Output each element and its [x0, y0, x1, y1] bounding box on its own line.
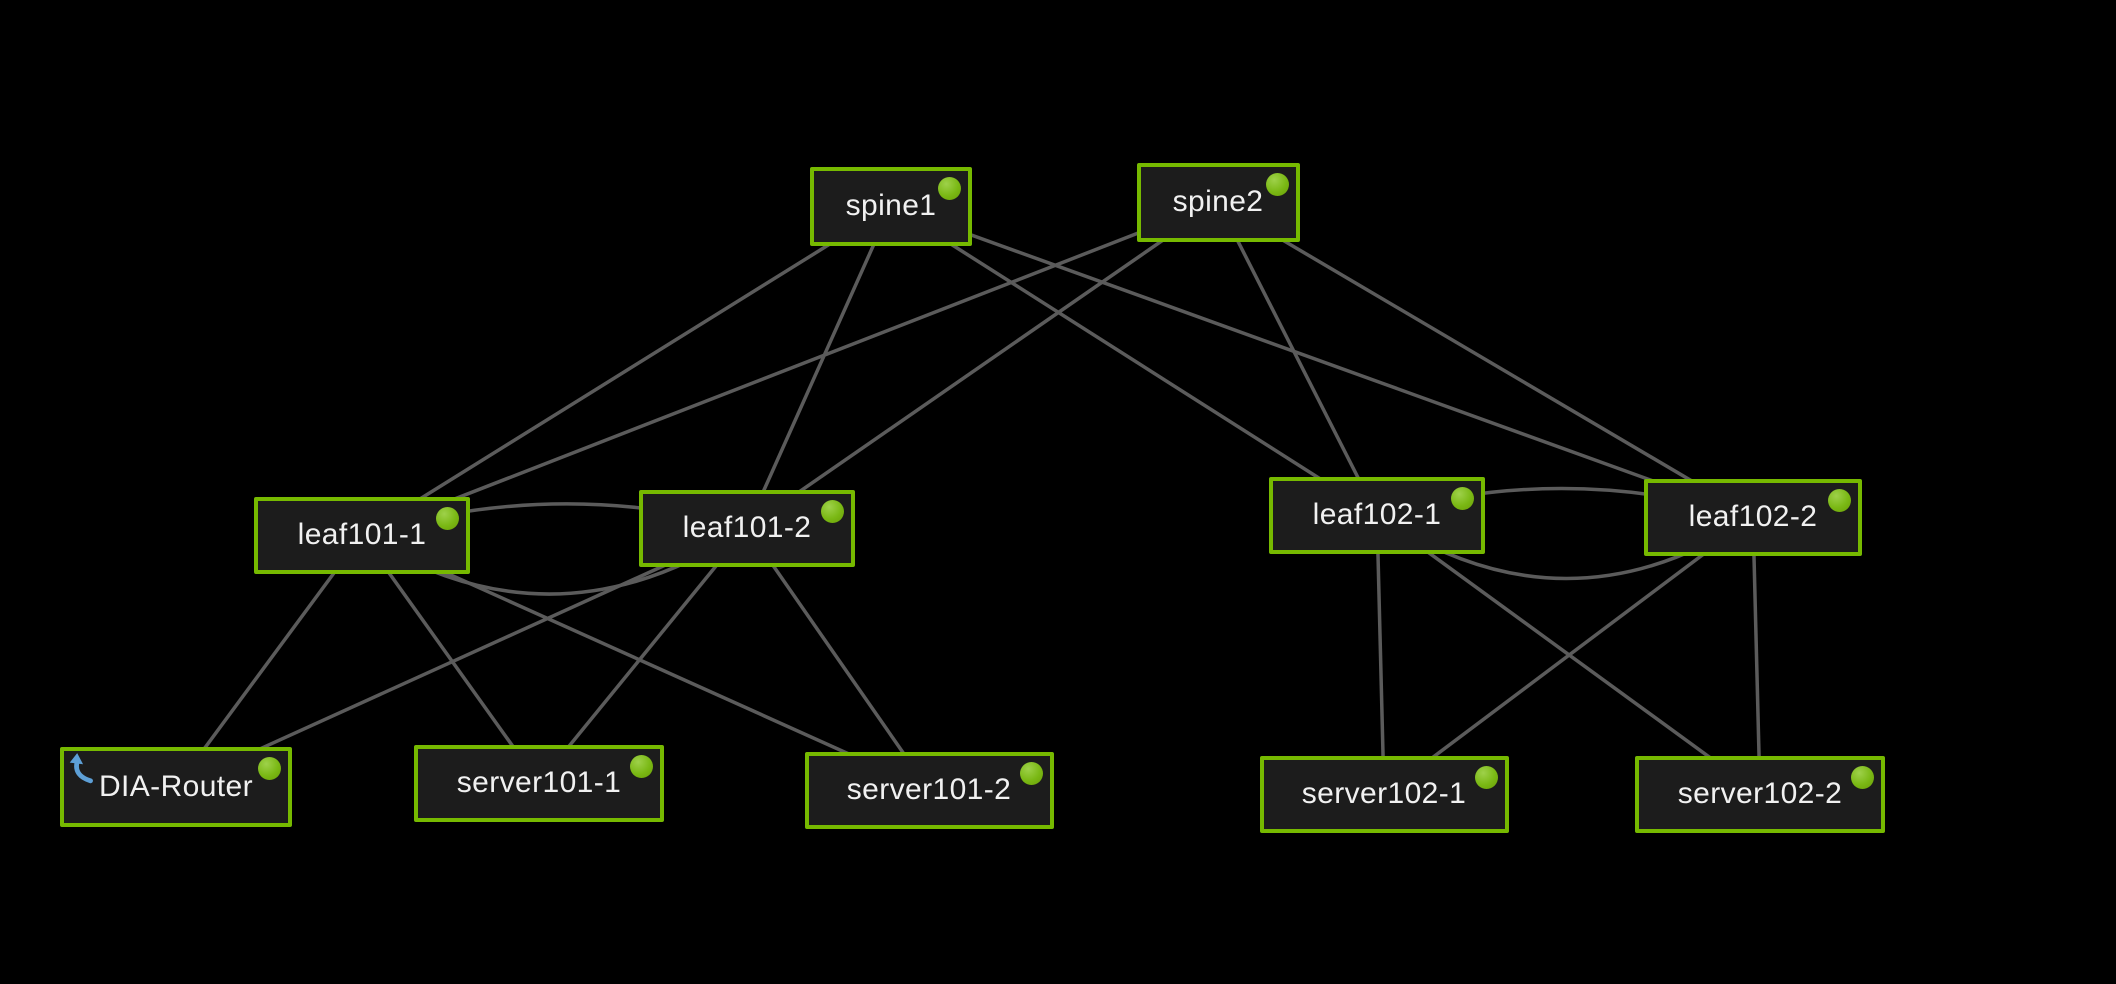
- edge-spine2--leaf101-2[interactable]: [746, 200, 1219, 530]
- status-dot-up: [1851, 765, 1874, 789]
- edge-leaf102-1--server102-1[interactable]: [1375, 514, 1386, 795]
- node-server101-2[interactable]: server101-2: [804, 751, 1054, 829]
- status-dot-up: [821, 499, 844, 523]
- node-label: spine2: [1172, 185, 1264, 218]
- node-label: leaf102-1: [1312, 498, 1442, 531]
- node-label: server102-1: [1301, 777, 1467, 810]
- external-link-arrow-icon: [69, 753, 93, 784]
- edge-spine2--leaf102-2[interactable]: [1217, 200, 1754, 519]
- edge-spine2--leaf102-1[interactable]: [1216, 201, 1379, 516]
- node-server102-1[interactable]: server102-1: [1259, 755, 1509, 833]
- node-label: server101-1: [456, 766, 622, 799]
- edge-leaf101-1--server101-1[interactable]: [360, 533, 541, 785]
- node-server101-1[interactable]: server101-1: [414, 744, 664, 822]
- status-dot-up: [258, 757, 281, 780]
- node-leaf101-1[interactable]: leaf101-1: [254, 496, 470, 574]
- node-server102-2[interactable]: server102-2: [1635, 755, 1885, 833]
- node-label: server102-2: [1677, 777, 1843, 810]
- edge-leaf102-2--server102-1[interactable]: [1382, 515, 1755, 796]
- node-label: DIA-Router: [98, 770, 254, 803]
- node-label: leaf102-2: [1688, 500, 1818, 533]
- node-spine1[interactable]: spine1: [810, 166, 972, 246]
- status-dot-up: [1828, 488, 1851, 512]
- node-label: server101-2: [846, 773, 1012, 806]
- node-label: leaf101-1: [297, 518, 427, 551]
- edge-spine1--leaf101-1[interactable]: [361, 204, 892, 537]
- node-label: spine1: [845, 189, 937, 222]
- edge-leaf102-2--server102-2[interactable]: [1751, 516, 1762, 795]
- node-label: leaf101-2: [682, 511, 812, 544]
- status-dot-up: [1019, 761, 1043, 785]
- edge-leaf101-1--server101-2[interactable]: [361, 533, 930, 792]
- edge-leaf101-2--server101-1[interactable]: [537, 526, 749, 785]
- status-dot-up: [630, 754, 653, 778]
- status-dot-up: [436, 506, 459, 530]
- edge-leaf101-2--server101-2[interactable]: [745, 527, 931, 791]
- node-leaf102-2[interactable]: leaf102-2: [1644, 478, 1862, 556]
- edge-leaf101-1--DIA-Router[interactable]: [174, 533, 364, 789]
- edge-leaf101-2--DIA-Router[interactable]: [175, 526, 748, 789]
- edge-spine2--leaf101-1[interactable]: [361, 200, 1219, 537]
- node-DIA-Router[interactable]: DIA-Router: [60, 747, 292, 827]
- node-leaf101-2[interactable]: leaf101-2: [639, 489, 855, 567]
- status-dot-up: [1265, 172, 1289, 196]
- edge-spine1--leaf102-1[interactable]: [890, 204, 1378, 517]
- edge-spine1--leaf101-2[interactable]: [745, 205, 893, 529]
- edge-spine1--leaf102-2[interactable]: [890, 204, 1754, 519]
- node-spine2[interactable]: spine2: [1136, 162, 1300, 242]
- status-dot-up: [1451, 486, 1474, 510]
- node-leaf102-1[interactable]: leaf102-1: [1269, 476, 1485, 554]
- status-dot-up: [938, 176, 961, 200]
- status-dot-up: [1474, 765, 1498, 789]
